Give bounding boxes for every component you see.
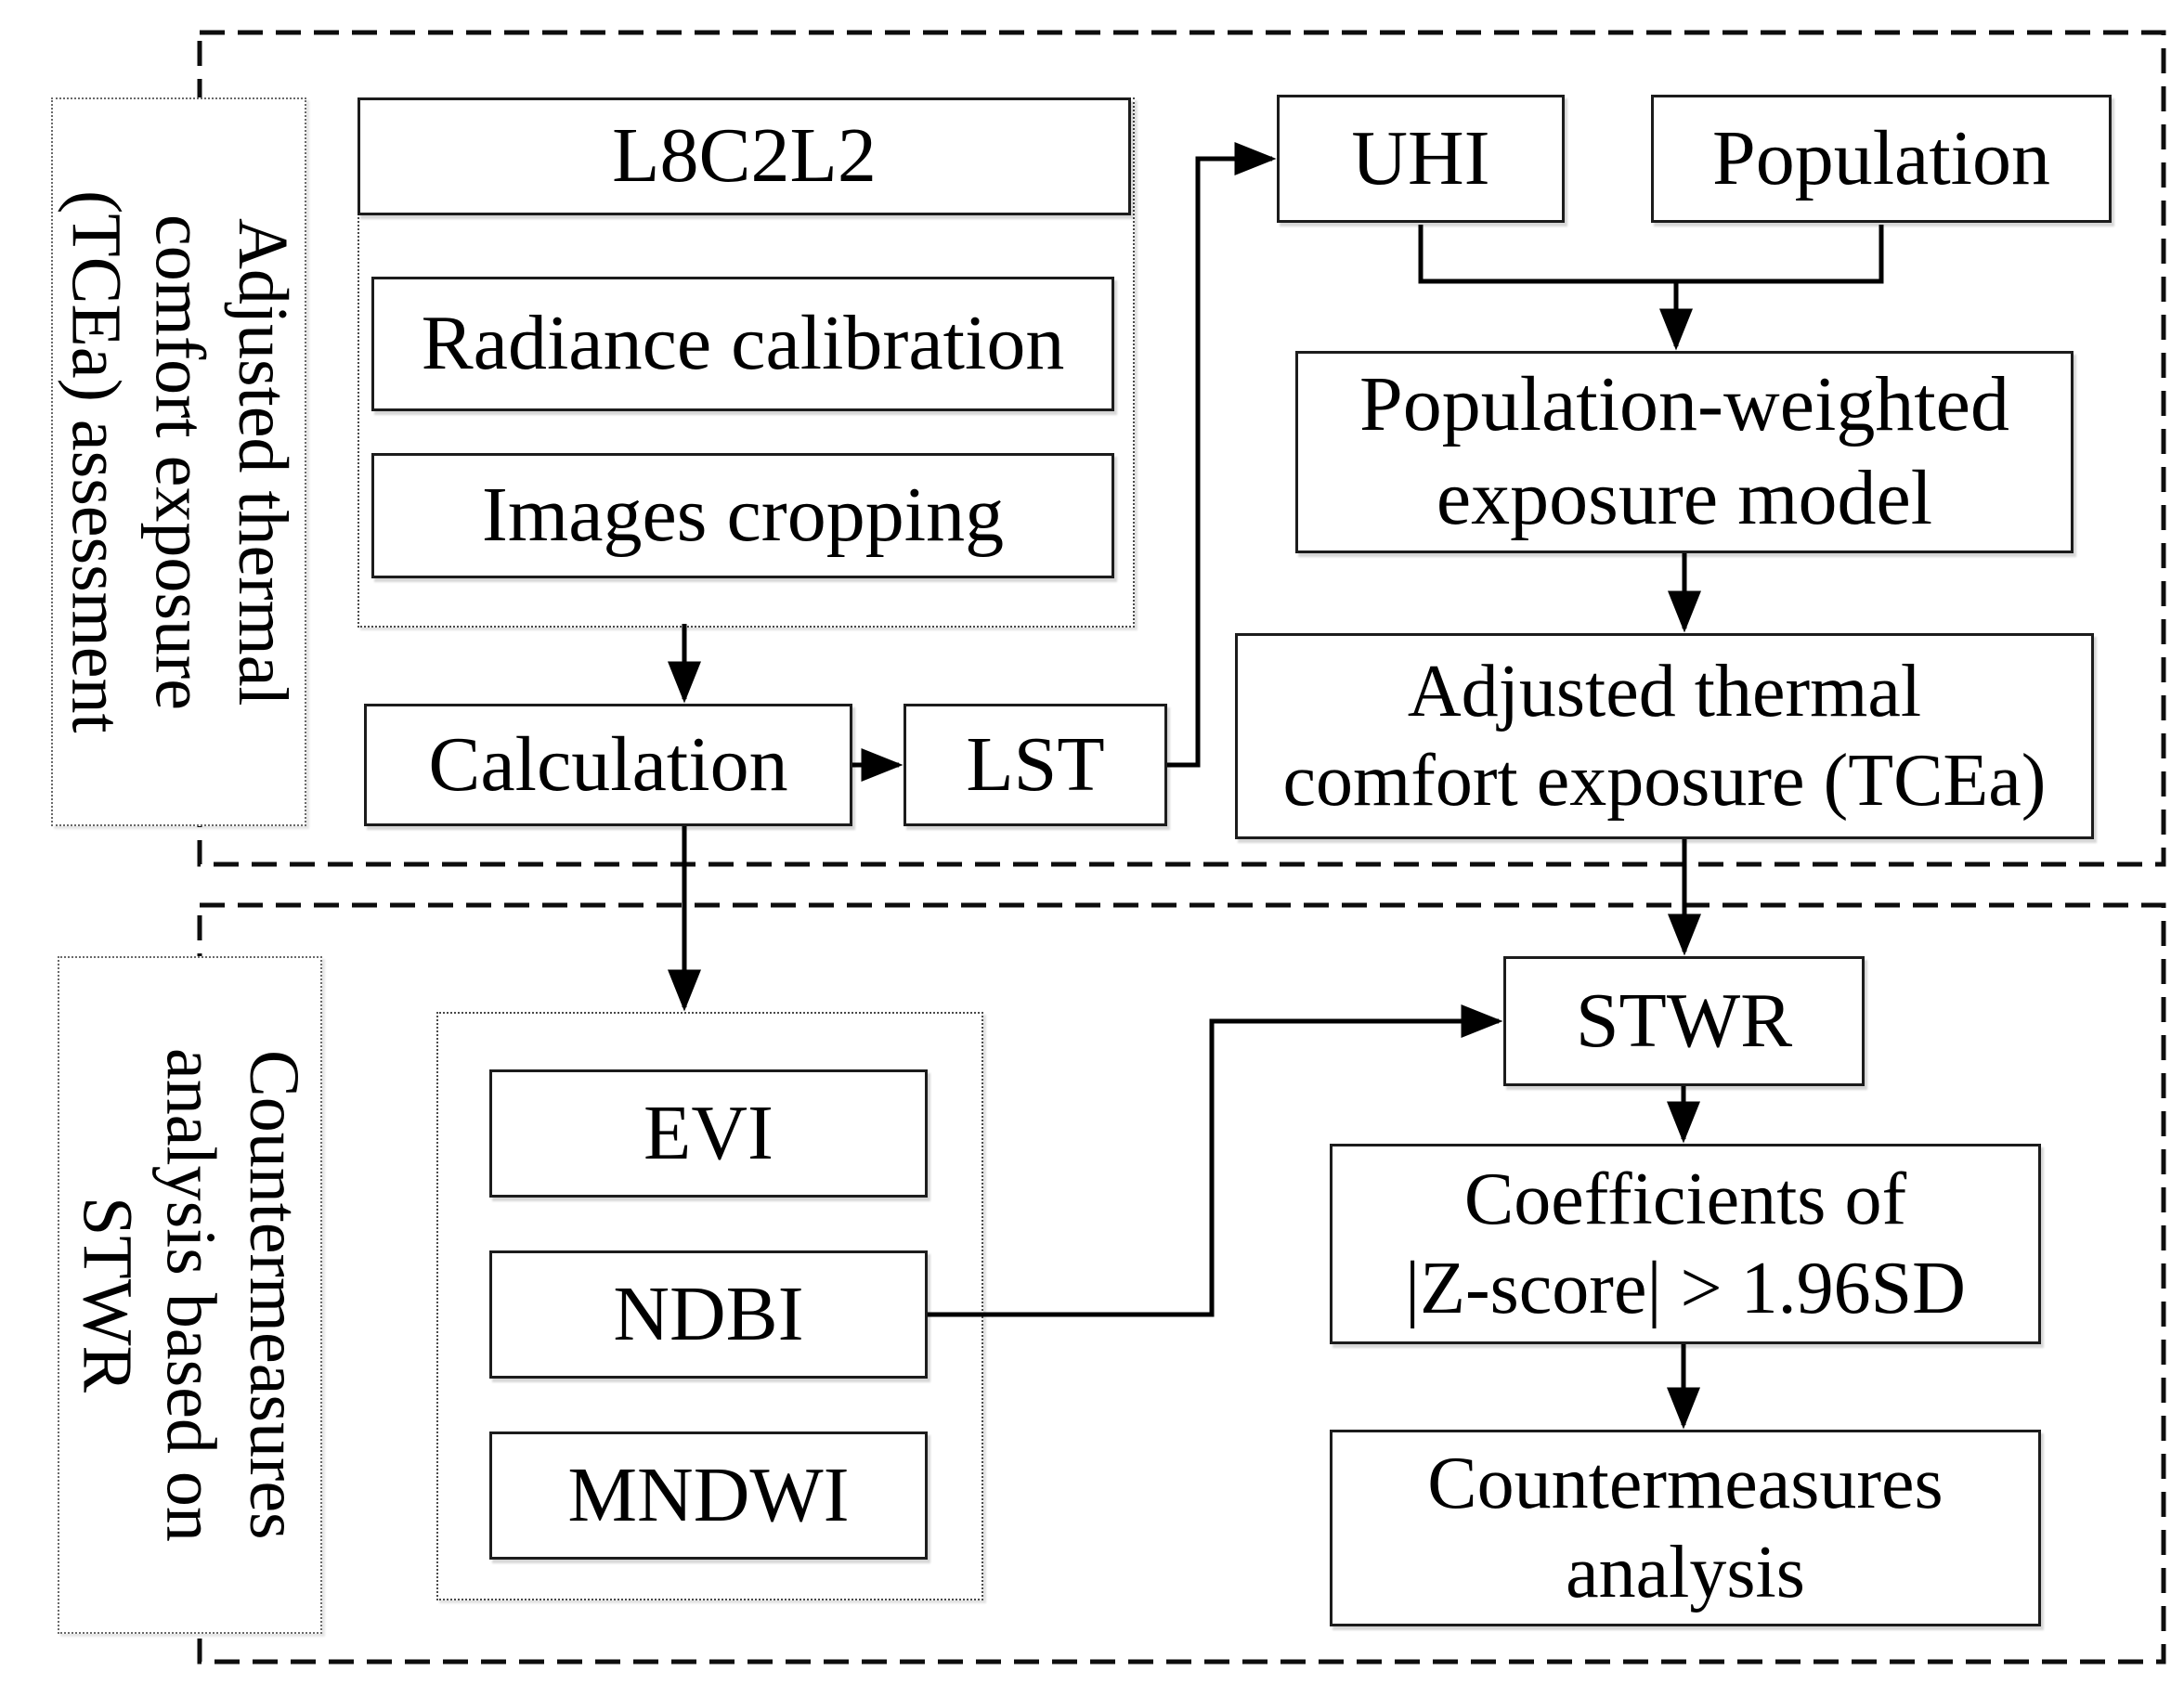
node-tcea: Adjusted thermal comfort exposure (TCEa) (1235, 633, 2094, 839)
indices-container (436, 1012, 983, 1600)
node-images-cropping: Images cropping (371, 453, 1114, 578)
arrow-ndbi-to-stwr (928, 1004, 1503, 1317)
stwr-section-frame (197, 902, 2166, 1665)
node-calculation: Calculation (364, 704, 852, 826)
stwr-section-label-box: Countermeasures analysis based on STWR (58, 956, 322, 1634)
node-evi: EVI (489, 1069, 928, 1198)
node-lst: LST (904, 704, 1167, 826)
node-population-weighted-model: Population-weighted exposure model (1295, 351, 2074, 553)
connector-uhi-population-merge (1418, 225, 1884, 284)
node-radiance-calibration: Radiance calibration (371, 277, 1114, 411)
node-population: Population (1651, 95, 2112, 223)
tcea-section-label: Adjusted thermal comfort exposure (TCEa)… (57, 190, 302, 733)
tcea-section-label-box: Adjusted thermal comfort exposure (TCEa)… (51, 97, 306, 826)
node-mndwi: MNDWI (489, 1431, 928, 1560)
node-uhi: UHI (1277, 95, 1565, 223)
node-countermeasures-analysis: Countermeasures analysis (1330, 1430, 2041, 1626)
tcea-section-frame (197, 30, 2166, 867)
node-stwr: STWR (1503, 956, 1865, 1086)
node-ndbi: NDBI (489, 1250, 928, 1379)
stwr-section-label: Countermeasures analysis based on STWR (68, 1048, 313, 1542)
node-l8c2l2: L8C2L2 (358, 97, 1131, 215)
arrow-lst-to-uhi (1167, 142, 1277, 768)
node-coefficients-zscore: Coefficients of |Z-score| > 1.96SD (1330, 1144, 2041, 1344)
